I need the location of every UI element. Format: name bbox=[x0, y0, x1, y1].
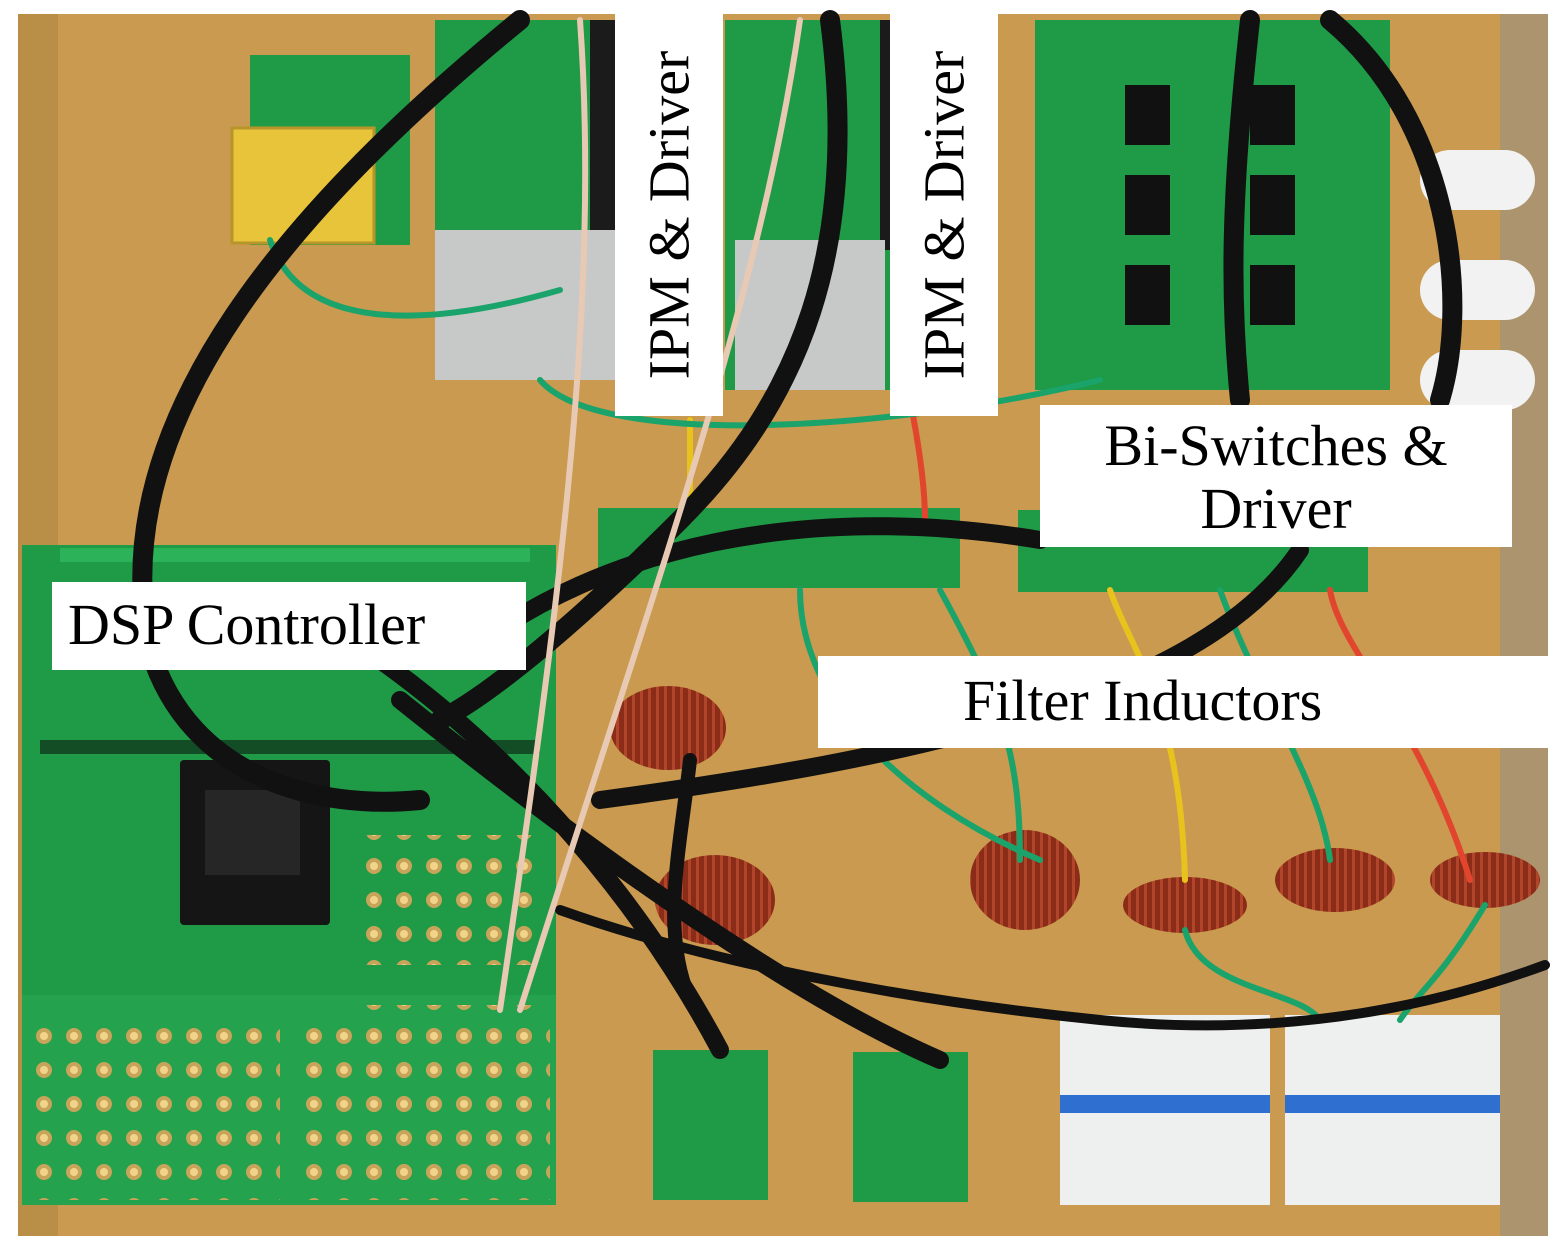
ipm-driver-label-1: IPM & Driver bbox=[615, 14, 723, 416]
bi-switch-board bbox=[1035, 20, 1390, 390]
sensor-boards bbox=[653, 1050, 968, 1202]
ipm-board-2 bbox=[725, 20, 910, 390]
dsp-controller-label: DSP Controller bbox=[52, 582, 526, 670]
inductors bbox=[610, 686, 1540, 945]
bi-switches-label-line1: Bi-Switches & bbox=[1104, 413, 1448, 478]
ipm-driver-label-2: IPM & Driver bbox=[890, 14, 998, 416]
bi-switches-driver-label: Bi-Switches & Driver bbox=[1040, 405, 1512, 547]
bi-switches-label-line2: Driver bbox=[1200, 475, 1352, 541]
filter-inductors-label: Filter Inductors bbox=[818, 656, 1548, 748]
circuit-breakers bbox=[1060, 1015, 1500, 1205]
